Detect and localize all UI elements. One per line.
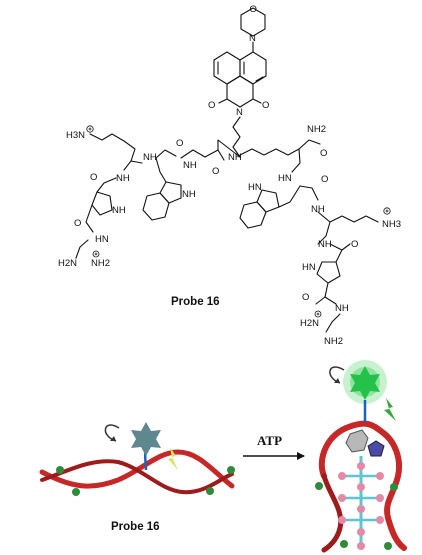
pyrrole-arm-right: HN O NH H2N NH2	[300, 249, 349, 347]
structure-caption: Probe 16	[171, 296, 220, 308]
guanidine-h2n-right-label: H2N	[300, 318, 319, 329]
guanidine-h2n-left-label: H2N	[58, 258, 77, 269]
carbonyl-oxygen-label-3: O	[176, 138, 183, 149]
nh-label-2: NH	[143, 152, 157, 163]
morpholine-oxygen-label: O	[250, 4, 257, 15]
atp-bound-panel	[315, 360, 407, 553]
guanidine-nh-right-label: NH	[335, 303, 349, 314]
fluorophore-off-icon	[131, 422, 161, 456]
pyrrole-stack-icon	[367, 440, 385, 457]
naphthalimide-core: O O N	[208, 51, 269, 158]
carbonyl-oxygen-label: O	[90, 172, 97, 183]
guanidine-nh-left-label: HN	[95, 234, 109, 245]
carbonyl-oxygen-label-2: O	[74, 218, 81, 229]
carbonyl-oxygen-label-8: O	[302, 292, 309, 303]
ammonium-left-label: H3N	[66, 130, 85, 141]
guanidine-nh2-right-label: NH2	[324, 336, 343, 347]
indole-nh-left-label: NH	[182, 189, 196, 200]
dna-strand-2	[40, 459, 234, 495]
nh-label-6: NH	[311, 204, 325, 215]
amide-nh2-label: NH2	[307, 124, 326, 135]
aptamer-ribbon	[318, 420, 407, 551]
lightning-icon	[168, 447, 178, 470]
morpholine-nitrogen-label: N	[249, 33, 256, 44]
carbonyl-oxygen-label-6: O	[321, 174, 328, 185]
phosphate-charges-left	[56, 466, 235, 496]
pyrrole-arm-left: O NH O HN H2N NH2	[58, 172, 126, 269]
free-probe-panel: Probe 16	[39, 422, 235, 533]
pyrrole-nh-left-label: NH	[112, 205, 126, 216]
nh-label-1: NH	[116, 173, 130, 184]
probe-label: Probe 16	[111, 521, 160, 533]
tryptophan-left: O NH	[142, 138, 196, 221]
arrow-label: ATP	[257, 433, 282, 448]
ammonium-right-label: NH3	[382, 219, 401, 230]
guanidine-nh2-left-label: NH2	[91, 258, 110, 269]
indole-stack-icon	[345, 429, 369, 453]
morpholine-ring: O N	[240, 4, 266, 53]
fluorophore-on-icon	[350, 366, 380, 400]
central-lysine: NH O NH NH2 O HN	[180, 124, 327, 184]
nh-label-3: NH	[183, 160, 197, 171]
imide-nitrogen-label: N	[236, 107, 243, 118]
carbonyl-oxygen-label-7: O	[351, 239, 358, 250]
imide-oxygen-left-label: O	[208, 100, 215, 111]
lysine-right: NH3 NH O	[317, 207, 401, 251]
pyrrole-hn-right-label: HN	[302, 262, 316, 273]
nh-label-5: HN	[278, 173, 292, 184]
reaction-arrow: ATP	[243, 433, 305, 460]
nh-label-7: NH	[318, 239, 332, 250]
tryptophan-right: HN O NH	[239, 174, 328, 229]
indole-hn-right-label: HN	[248, 182, 262, 193]
atp-molecule	[338, 456, 384, 550]
carbonyl-oxygen-label-4: O	[212, 166, 219, 177]
probe-16-structure: O N O O N H3N NH	[58, 4, 401, 347]
nh-label-4: NH	[228, 152, 242, 163]
imide-oxygen-right-label: O	[262, 100, 269, 111]
lysine-left: H3N NH NH	[66, 125, 157, 184]
carbonyl-oxygen-label-5: O	[320, 148, 327, 159]
lightning-on-icon	[384, 398, 396, 421]
